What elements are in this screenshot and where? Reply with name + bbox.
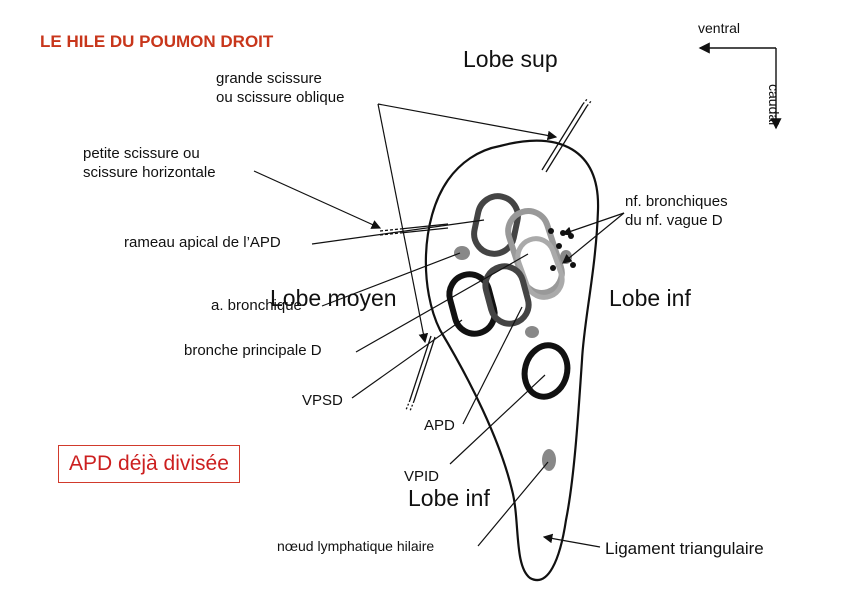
bronche-principale-label: bronche principale D [184,342,322,359]
orientation-arrows [698,42,782,130]
apd-label: APD [424,417,455,434]
page-title: LE HILE DU POUMON DROIT [40,32,274,51]
lobe-moyen-label: Lobe moyen [270,285,397,311]
caudal-label: caudal [766,84,782,126]
middle-node [525,326,539,338]
rameau-apical-label: rameau apical de l’APD [124,234,281,251]
ventral-label: ventral [698,20,741,36]
bronche-principale-lower [482,263,532,327]
lobe-sup-label: Lobe sup [463,46,558,72]
bronche-principale-upper [505,208,565,296]
lobe-inf-bottom-label: Lobe inf [408,485,490,511]
noeud-lymphatique-label: nœud lymphatique hilaire [277,538,435,554]
apd-note-box: APD déjà divisée [58,445,240,484]
vpsd-label: VPSD [302,392,343,409]
petite-scissure-line [379,223,449,236]
leader-lines [253,103,625,548]
nf-bronchiques-line-2: du nf. vague D [625,211,723,229]
a-bronchique-node [454,246,470,260]
petite-scissure-line-1: petite scissure ou [83,145,200,162]
grande-scissure-line-1: grande scissure [216,70,322,87]
grande-scissure-label: grande scissure ou scissure oblique [216,70,344,108]
vpid-label: VPID [404,468,440,485]
grande-scissure-upper-line [541,97,593,173]
lobe-inf-right-label: Lobe inf [609,285,691,311]
apd-vessel [521,342,571,400]
nf-bronchiques-line-1: nf. bronchiques [625,193,728,210]
hilum-outline [424,139,600,581]
ligament-triangulaire-label: Ligament triangulaire [605,539,764,558]
grande-scissure-lower-line [405,335,436,412]
grande-scissure-line-2: ou scissure oblique [216,88,345,106]
noeud-lymphatique-node [542,449,556,471]
petite-scissure-line-2: scissure horizontale [83,163,216,181]
petite-scissure-label: petite scissure ou scissure horizontale [83,145,216,183]
a-bronchique-label: a. bronchique [211,297,302,314]
nf-bronchiques-label: nf. bronchiques du nf. vague D [625,193,728,231]
